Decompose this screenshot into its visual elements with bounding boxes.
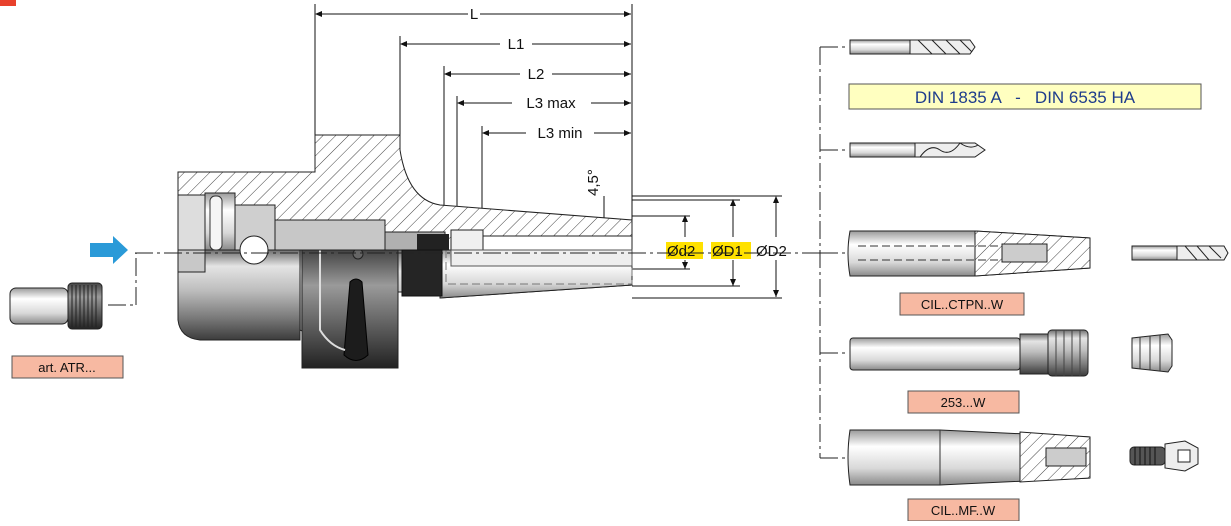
dim-angle: 4,5° [585,169,602,196]
insert-arrow-icon [90,236,128,264]
corner-mark [0,0,16,6]
dimension-lines [314,4,782,299]
dim-L2: L2 [528,66,545,83]
din-label-box [848,83,1202,110]
dim-D1: ØD1 [712,243,743,260]
highlight-d2 [666,242,703,259]
dim-L: L [470,6,478,23]
tool-holder [177,134,633,369]
w253-label: 253...W [941,395,987,410]
atr-label-box [11,355,124,379]
mf-screw-icon [1129,440,1199,472]
dim-d2: Ød2 [667,243,695,260]
highlight-D1 [711,242,751,259]
dim-D2: ØD2 [756,243,787,260]
ctpn-label-box [899,292,1025,316]
atr-screw [9,282,103,330]
dim-L1: L1 [508,36,525,53]
dim-L3-min: L3 min [537,125,582,142]
mf-label: CIL..MF..W [931,503,996,518]
dim-L3-max: L3 max [526,95,576,112]
din-label: DIN 1835 A - DIN 6535 HA [915,88,1136,107]
w253-label-box [907,390,1020,414]
ctpn-extension [847,230,1091,277]
ctpn-end-mill [1131,245,1229,261]
collet-icon [1131,333,1173,373]
drill-tool [849,142,986,158]
end-mill-tool [849,39,976,55]
ctpn-label: CIL..CTPN..W [921,297,1004,312]
atr-label: art. ATR... [38,360,96,375]
mf-extension [847,429,1091,486]
tree-lines [819,46,848,459]
collet-extension [849,329,1089,377]
